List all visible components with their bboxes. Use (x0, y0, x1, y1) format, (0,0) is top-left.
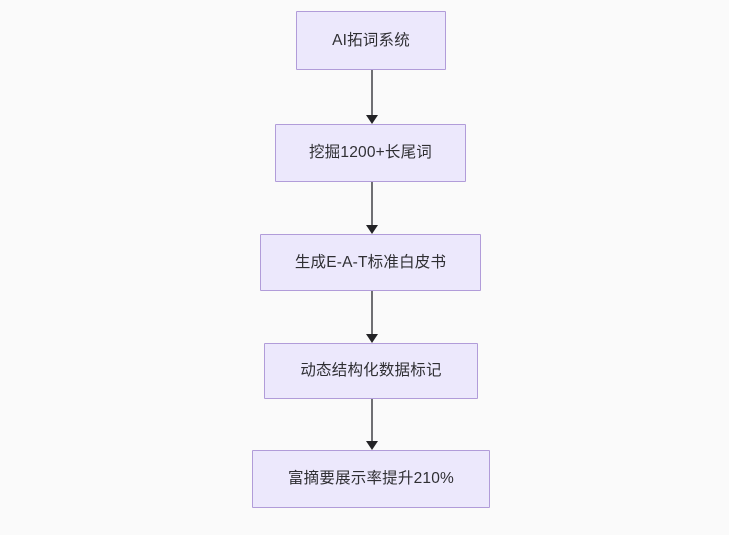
flow-node-rich-snippet-result[interactable]: 富摘要展示率提升210% (252, 450, 490, 508)
flow-node-eat-whitepaper[interactable]: 生成E-A-T标准白皮书 (260, 234, 481, 291)
flow-node-label: 挖掘1200+长尾词 (308, 144, 433, 162)
flow-node-label: 富摘要展示率提升210% (287, 470, 455, 488)
flow-node-label: 生成E-A-T标准白皮书 (294, 253, 447, 271)
connector-shaft (371, 291, 373, 334)
arrowhead-icon (366, 225, 378, 234)
arrowhead-icon (366, 334, 378, 343)
flow-node-longtail-keywords[interactable]: 挖掘1200+长尾词 (275, 124, 466, 182)
connector-shaft (371, 182, 373, 225)
arrowhead-icon (366, 441, 378, 450)
connector-shaft (371, 399, 373, 441)
connector-shaft (371, 70, 373, 115)
flow-node-ai-keyword-system[interactable]: AI拓词系统 (296, 11, 446, 70)
flow-node-structured-data-markup[interactable]: 动态结构化数据标记 (264, 343, 478, 399)
flow-node-label: AI拓词系统 (332, 31, 410, 49)
flow-node-label: 动态结构化数据标记 (300, 362, 442, 380)
arrowhead-icon (366, 115, 378, 124)
